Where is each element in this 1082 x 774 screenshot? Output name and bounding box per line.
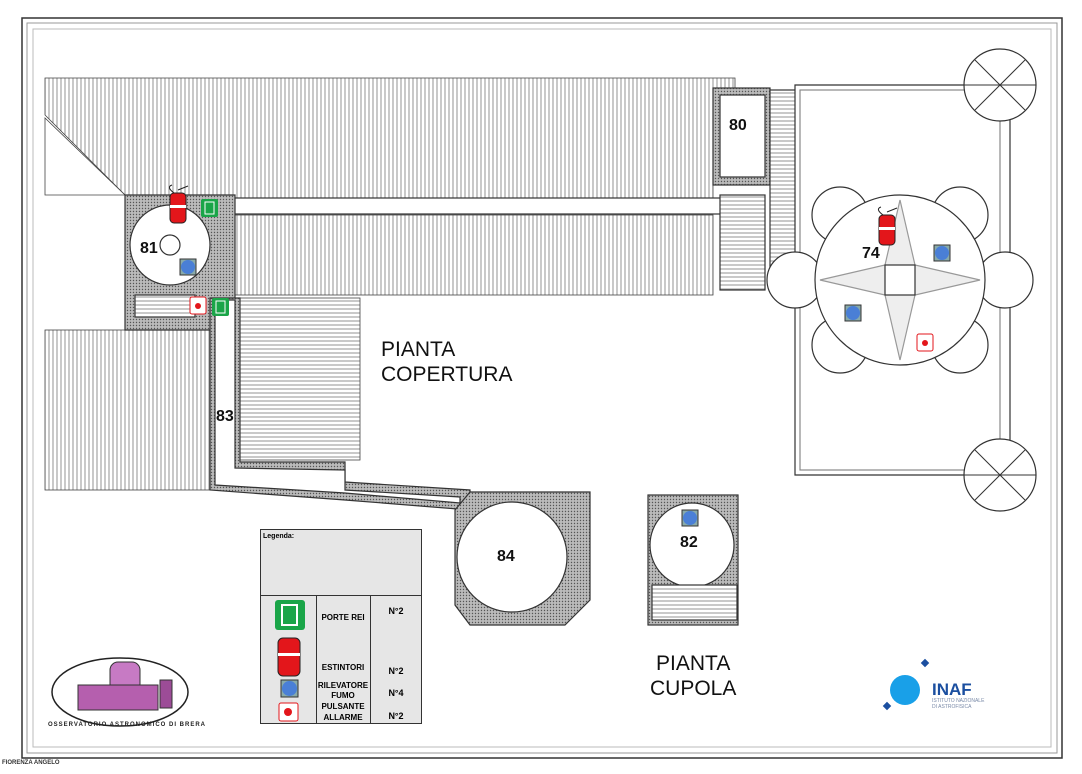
title-line-2: COPERTURA [381,363,513,386]
legend-label: ALLARME [323,713,363,722]
legend-count: N°2 [388,666,404,676]
legend-label: FUMO [331,691,355,700]
roof-hatched-areas [44,77,736,491]
title-line-1: PIANTA [381,338,456,361]
legend-label: PORTE REI [321,613,365,622]
walls [124,48,1037,626]
alarm-button-icon [278,702,299,722]
legend-table: PORTE REI N°2 ESTINTORI N°2 RILEVATORE F… [261,595,421,724]
inaf-logo-text: INAF [932,680,972,699]
inaf-subtitle-line: ISTITUTO NAZIONALE [932,698,985,704]
smoke-detector-icon [280,679,299,698]
title-line-1: PIANTA [656,652,731,675]
legend-label: PULSANTE [321,702,365,711]
drawing-frame [21,17,1063,759]
inaf-logo [882,658,930,711]
fire-extinguisher-icon [277,637,301,677]
title-line-2: CUPOLA [650,677,737,700]
brera-logo [51,657,189,727]
legend-count: N°2 [388,606,404,616]
room-81-label: 81 [140,240,158,257]
room-74-label: 74 [862,245,880,262]
emergency-exit-icon [275,600,305,630]
room-82-label: 82 [680,534,698,551]
inaf-subtitle-line: DI ASTROFISICA [932,704,972,710]
legend-header: Legenda: [263,533,295,540]
title-pianta-copertura: PIANTA COPERTURA [381,337,512,387]
tower-windows [964,59,1036,501]
brera-logo-text: OSSERVATORIO ASTRONOMICO DI BRERA [48,722,207,728]
title-pianta-cupola: PIANTA CUPOLA [650,651,736,701]
legend-label: ESTINTORI [321,663,365,672]
legend-count: N°2 [388,711,404,721]
legend: Legenda: PORTE REI N°2 ESTINTORI N°2 RIL… [260,529,422,724]
author-credit: FIORENZA ANGELO [2,760,60,766]
room-84-label: 84 [497,548,515,565]
room-83-label: 83 [216,408,234,425]
legend-label: RILEVATORE [317,681,369,690]
room-80-label: 80 [729,117,747,134]
legend-count: N°4 [388,688,404,698]
inaf-subtitle: ISTITUTO NAZIONALE DI ASTROFISICA [932,698,984,710]
